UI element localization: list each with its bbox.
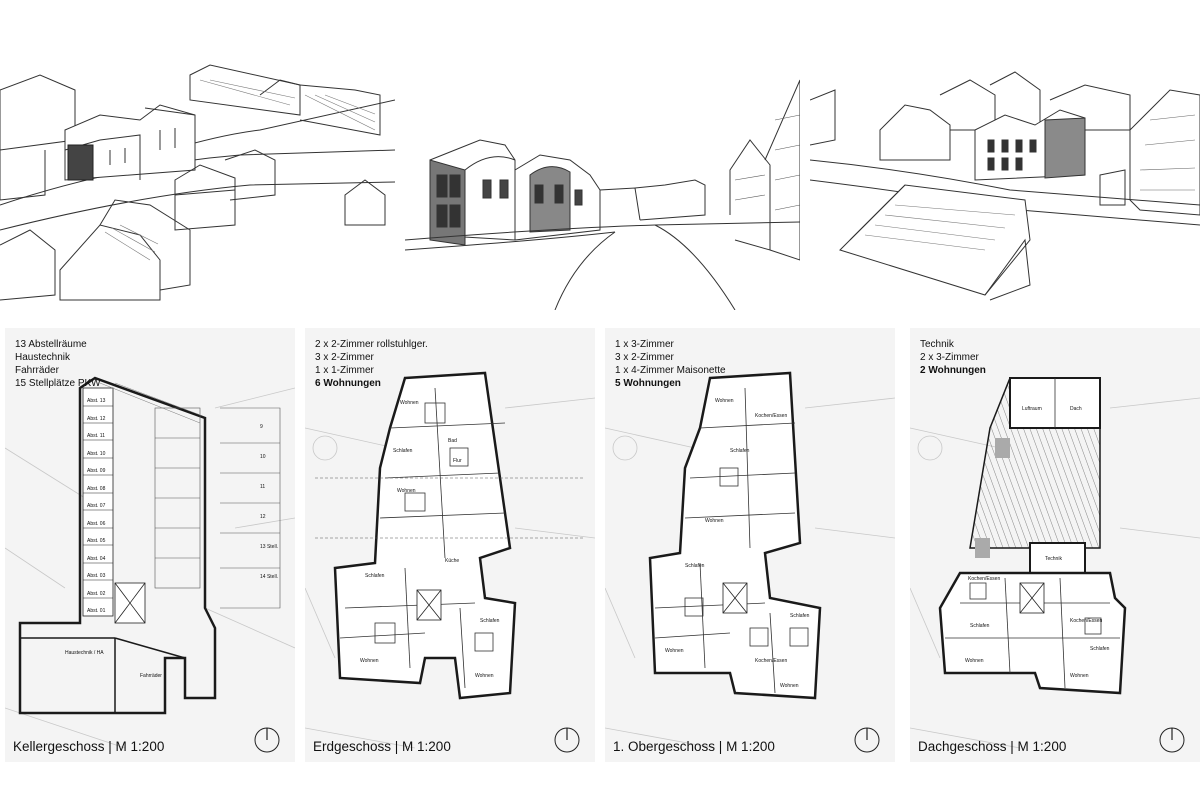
room-label: Abst. 04: [87, 555, 106, 562]
info-summary: 5 Wohnungen: [615, 378, 681, 389]
info-line: 1 x 3-Zimmer: [615, 339, 674, 350]
floor-plan-erdgeschoss: 2 x 2-Zimmer rollstuhlger. 3 x 2-Zimmer …: [305, 328, 595, 762]
room-label: Schlafen: [365, 573, 385, 579]
room-label: Schlafen: [1090, 646, 1110, 652]
dachgeschoss-plan-drawing: [910, 377, 1200, 749]
room-label: Wohnen: [475, 673, 494, 679]
room-label: Kochen/Essen: [755, 658, 788, 664]
parking-label: 11: [260, 484, 266, 490]
dachgeschoss-info: Technik 2 x 3-Zimmer 2 Wohnungen: [920, 338, 986, 377]
info-line: 2 x 3-Zimmer: [920, 352, 979, 363]
north-arrow-icon: [853, 726, 881, 754]
kellergeschoss-info: 13 Abstellräume Haustechnik Fahrräder 15…: [15, 338, 101, 390]
room-label: Wohnen: [705, 518, 724, 524]
room-label: Kochen/Essen: [968, 576, 1001, 582]
room-label: Schlafen: [970, 623, 990, 629]
info-line: 3 x 2-Zimmer: [315, 352, 374, 363]
room-label: Schlafen: [480, 618, 500, 624]
room-label: Abst. 01: [87, 608, 106, 614]
parking-label: 13 Stell.: [260, 544, 279, 550]
room-label: Abst. 07: [87, 503, 106, 509]
room-label: Schlafen: [393, 448, 413, 454]
sketch-aerial-left-drawing: [0, 64, 395, 301]
room-label: Wohnen: [397, 488, 416, 494]
parking-label: 9: [260, 424, 263, 430]
info-line: 2 x 2-Zimmer rollstuhlger.: [315, 339, 428, 350]
room-label-dach: Dach: [1070, 406, 1082, 412]
room-label: Kochen/Essen: [755, 413, 788, 419]
info-line: 1 x 1-Zimmer: [315, 365, 374, 376]
room-label: Abst. 10: [87, 450, 106, 457]
kellergeschoss-caption: Kellergeschoss | M 1:200: [13, 739, 165, 754]
info-line: 13 Abstellräume: [15, 339, 87, 350]
obergeschoss-caption: 1. Obergeschoss | M 1:200: [613, 739, 775, 754]
erdgeschoss-caption: Erdgeschoss | M 1:200: [313, 739, 451, 754]
room-label: Wohnen: [665, 648, 684, 654]
room-label: Abst. 13: [87, 398, 106, 404]
room-label-technik: Technik: [1045, 556, 1062, 562]
info-line: 15 Stellplätze PKW: [15, 378, 101, 389]
info-line: 3 x 2-Zimmer: [615, 352, 674, 363]
north-arrow-icon: [1158, 726, 1186, 754]
room-label: Wohnen: [1070, 673, 1089, 679]
room-label: Wohnen: [780, 683, 799, 689]
room-label: Wohnen: [965, 658, 984, 664]
room-label: Abst. 11: [87, 433, 105, 439]
north-arrow-icon: [553, 726, 581, 754]
room-label: Bad: [448, 438, 457, 444]
room-label: Abst. 08: [87, 485, 106, 492]
room-label: Kochen/Essen: [1070, 618, 1103, 624]
perspective-sketch-aerial-right: [810, 0, 1200, 310]
room-label: Flur: [453, 458, 462, 464]
parking-label: 12: [260, 514, 266, 520]
floor-plan-kellergeschoss: 13 Abstellräume Haustechnik Fahrräder 15…: [5, 328, 295, 762]
info-line: 1 x 4-Zimmer Maisonette: [615, 365, 726, 376]
room-label-fahrrad: Fahrräder: [140, 673, 162, 679]
room-label: Abst. 02: [87, 590, 106, 597]
parking-label: 14 Stell.: [260, 574, 279, 580]
room-label-luftraum: Luftraum: [1022, 406, 1042, 412]
info-summary: 2 Wohnungen: [920, 365, 986, 376]
floor-plan-obergeschoss-1: 1 x 3-Zimmer 3 x 2-Zimmer 1 x 4-Zimmer M…: [605, 328, 895, 762]
room-label: Abst. 06: [87, 520, 106, 527]
info-line: Fahrräder: [15, 365, 59, 376]
room-label: Schlafen: [730, 448, 750, 454]
info-summary: 6 Wohnungen: [315, 378, 381, 389]
room-label: Abst. 05: [87, 538, 106, 544]
sketch-aerial-right-drawing: [810, 71, 1200, 301]
perspective-sketch-street-level: [405, 0, 800, 310]
storage-room-labels: Abst. 13 Abst. 12 Abst. 11 Abst. 10 Abst…: [87, 393, 105, 621]
obergeschoss-plan-drawing: [605, 371, 895, 749]
sketch-street-level-drawing: [405, 79, 800, 310]
info-line: Haustechnik: [15, 352, 71, 363]
room-label: Abst. 12: [87, 415, 106, 422]
parking-labels: 9 10 11 12 13 Stell. 14 Stell.: [260, 412, 278, 592]
room-label: Schlafen: [685, 563, 705, 569]
room-label: Abst. 09: [87, 468, 106, 474]
room-label: Wohnen: [360, 658, 379, 664]
room-label: Wohnen: [715, 398, 734, 404]
obergeschoss-info: 1 x 3-Zimmer 3 x 2-Zimmer 1 x 4-Zimmer M…: [615, 338, 726, 390]
info-line: Technik: [920, 339, 954, 350]
room-label: Küche: [445, 558, 460, 564]
floor-plan-dachgeschoss: Technik 2 x 3-Zimmer 2 Wohnungen Luftrau…: [910, 328, 1200, 762]
perspective-sketch-aerial-left: [0, 0, 395, 310]
dachgeschoss-caption: Dachgeschoss | M 1:200: [918, 739, 1067, 754]
kellergeschoss-plan-drawing: [5, 376, 295, 749]
room-label: Wohnen: [400, 400, 419, 406]
room-label: Schlafen: [790, 613, 810, 619]
north-arrow-icon: [253, 726, 281, 754]
erdgeschoss-plan-drawing: [305, 371, 595, 749]
parking-label: 10: [260, 454, 266, 460]
erdgeschoss-info: 2 x 2-Zimmer rollstuhlger. 3 x 2-Zimmer …: [315, 338, 428, 390]
room-label: Abst. 03: [87, 573, 106, 579]
room-label-haustechnik: Haustechnik / HA: [65, 650, 104, 656]
